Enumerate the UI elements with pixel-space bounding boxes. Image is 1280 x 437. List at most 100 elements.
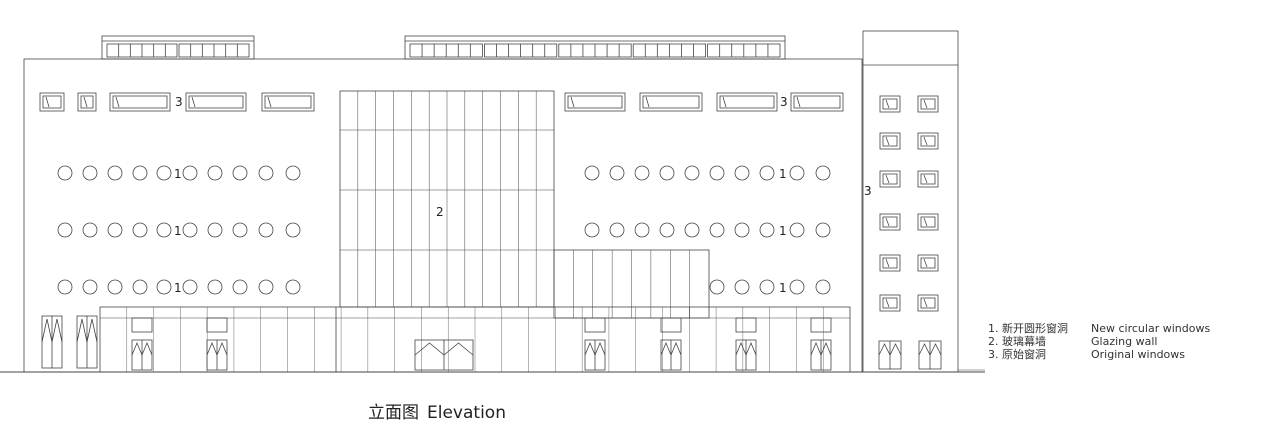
original-window-glint (923, 174, 928, 184)
callout-original-windows: 3 (780, 95, 788, 109)
circular-window (232, 279, 248, 295)
circular-window (182, 222, 198, 238)
original-window (77, 92, 97, 112)
original-window (917, 254, 939, 272)
circular-window (789, 279, 805, 295)
door (735, 339, 757, 371)
circular-window (156, 165, 172, 181)
original-window (879, 95, 901, 113)
door (206, 339, 228, 371)
circular-window (207, 165, 223, 181)
original-window-glint (885, 99, 890, 109)
legend-item-original-windows: 3. 原始窗洞 Original windows (988, 348, 1210, 361)
circular-window (285, 222, 301, 238)
circular-window (734, 165, 750, 181)
circular-window (709, 222, 725, 238)
circular-window (107, 279, 123, 295)
original-window (564, 92, 626, 112)
circular-window (207, 279, 223, 295)
original-window-pane (719, 95, 775, 109)
circular-window (132, 222, 148, 238)
original-window-frame (77, 92, 97, 112)
roof-railing (101, 35, 255, 60)
callout-circular-windows: 1 (779, 224, 787, 238)
circular-window (759, 165, 775, 181)
circular-window (132, 165, 148, 181)
original-window-frame (917, 254, 939, 272)
legend-item-glazing-wall: 2. 玻璃幕墙 Glazing wall (988, 335, 1210, 348)
original-window (109, 92, 171, 112)
roof-railing-frame (404, 35, 786, 60)
transom-window (131, 317, 153, 333)
original-window-pane (882, 216, 898, 228)
original-window-glint (923, 99, 928, 109)
circular-window (285, 165, 301, 181)
original-window-pane (882, 173, 898, 185)
original-window-pane (112, 95, 168, 109)
circular-window (584, 222, 600, 238)
legend-en: Original windows (1091, 348, 1186, 361)
original-window-pane (80, 95, 94, 109)
circular-window (57, 279, 73, 295)
transom-window (584, 317, 606, 333)
original-window (879, 132, 901, 150)
circular-window (182, 165, 198, 181)
door-swing (41, 318, 63, 343)
original-window-pane (920, 216, 936, 228)
original-window-glint (923, 258, 928, 268)
original-window-frame (879, 213, 901, 231)
original-window-frame (261, 92, 315, 112)
door-swing (414, 342, 474, 356)
transom-window (735, 317, 757, 333)
original-window-glint (885, 174, 890, 184)
circular-window (82, 222, 98, 238)
original-window-pane (264, 95, 312, 109)
original-window-pane (882, 98, 898, 110)
callout-circular-windows: 1 (174, 167, 182, 181)
circular-window (609, 222, 625, 238)
original-window (879, 213, 901, 231)
original-window-pane (920, 173, 936, 185)
door-swing (810, 341, 832, 357)
callout-glazing-wall: 2 (436, 205, 444, 219)
callout-circular-windows: 1 (779, 167, 787, 181)
original-window-glint (645, 96, 650, 108)
original-window (716, 92, 778, 112)
original-window-glint (796, 96, 801, 108)
original-window-pane (920, 297, 936, 309)
original-window-glint (191, 96, 196, 108)
caption-en: Elevation (427, 403, 506, 423)
circular-window (659, 222, 675, 238)
circular-window (207, 222, 223, 238)
callout-circular-windows: 1 (779, 281, 787, 295)
circular-window (789, 165, 805, 181)
circular-window (258, 279, 274, 295)
original-window (39, 92, 65, 112)
circular-window (684, 222, 700, 238)
circular-window (709, 165, 725, 181)
legend: 1. 新开圆形窗洞 New circular windows 2. 玻璃幕墙 G… (988, 322, 1210, 361)
door (584, 339, 606, 371)
original-window-frame (185, 92, 247, 112)
transom-window (660, 317, 682, 333)
original-window (917, 95, 939, 113)
door-swing (584, 341, 606, 357)
door-swing (660, 341, 682, 357)
original-window-pane (920, 135, 936, 147)
original-window-frame (716, 92, 778, 112)
circular-window (82, 165, 98, 181)
original-window (879, 170, 901, 188)
door-swing (206, 341, 228, 357)
original-window (790, 92, 844, 112)
circular-window (182, 279, 198, 295)
legend-zh: 2. 玻璃幕墙 (988, 335, 1046, 348)
original-window-glint (267, 96, 272, 108)
original-window-frame (879, 254, 901, 272)
circular-window (634, 165, 650, 181)
original-window-glint (885, 258, 890, 268)
original-window-glint (570, 96, 575, 108)
callout-original-windows: 3 (175, 95, 183, 109)
original-window-frame (917, 132, 939, 150)
original-window-pane (882, 135, 898, 147)
circular-window (684, 165, 700, 181)
